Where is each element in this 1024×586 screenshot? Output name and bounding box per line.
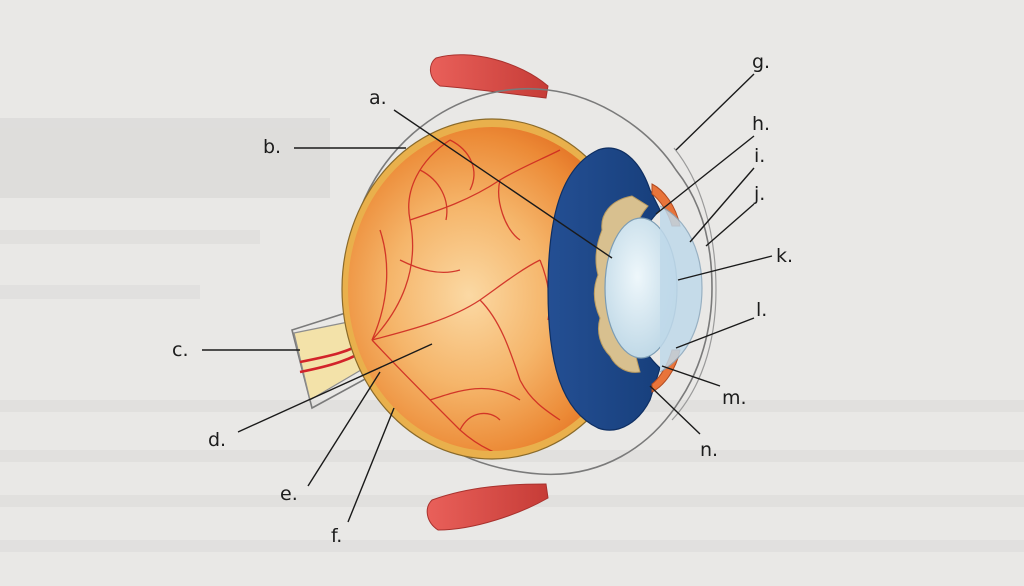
inferior-muscle (426, 483, 549, 531)
leader-k (677, 255, 773, 281)
label-a: a. (369, 87, 387, 109)
label-i: i. (754, 145, 765, 167)
label-g: g. (752, 51, 770, 73)
retinal-blood-vessels (371, 139, 561, 451)
label-l: l. (756, 299, 767, 321)
label-b: b. (263, 136, 281, 158)
leader-lines (202, 73, 773, 523)
leader-j (705, 203, 755, 247)
leader-g (675, 73, 755, 151)
label-k: k. (776, 245, 793, 267)
label-c: c. (172, 339, 189, 361)
label-f: f. (331, 525, 342, 547)
leader-d (237, 343, 433, 433)
leader-n (649, 385, 701, 435)
leader-h (655, 135, 755, 215)
leader-m (661, 365, 721, 387)
label-n: n. (700, 439, 718, 461)
label-j: j. (753, 183, 765, 205)
part-labels: a. b. c. d. e. f. g. h. i. j. k. l. m. n… (172, 51, 793, 547)
label-e: e. (280, 483, 298, 505)
leader-i (689, 167, 755, 243)
leader-f (347, 407, 395, 523)
conjunctiva (671, 147, 717, 421)
label-m: m. (722, 387, 747, 409)
label-h: h. (752, 113, 770, 135)
leader-a (393, 109, 613, 259)
label-d: d. (208, 429, 226, 451)
superior-muscle (430, 54, 549, 99)
cornea (659, 205, 703, 373)
leader-l (675, 317, 755, 349)
leader-e (307, 371, 381, 487)
